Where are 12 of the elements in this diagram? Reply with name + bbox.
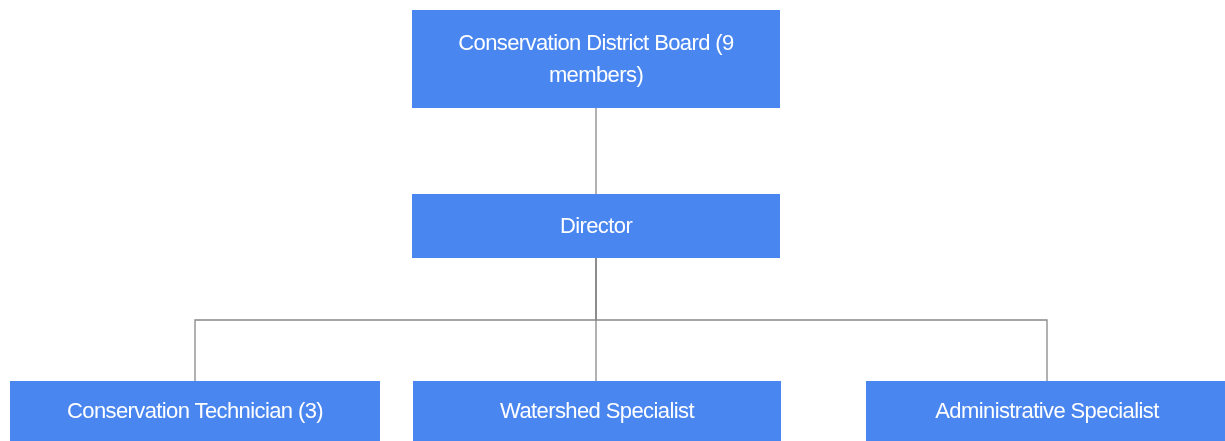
role-title: Watershed Specialist xyxy=(500,397,694,426)
connector-line xyxy=(595,107,597,195)
org-box xyxy=(866,381,1225,441)
org-box xyxy=(412,10,780,108)
org-box xyxy=(10,381,380,441)
connector-line xyxy=(595,257,1048,382)
org-box xyxy=(412,194,780,258)
role-title: Administrative Specialist xyxy=(935,397,1159,426)
role-title: Conservation District Board (9 members) xyxy=(457,29,735,89)
role-title: Conservation Technician (3) xyxy=(66,397,324,426)
org-box xyxy=(413,381,781,441)
role-title: Director xyxy=(559,212,633,241)
